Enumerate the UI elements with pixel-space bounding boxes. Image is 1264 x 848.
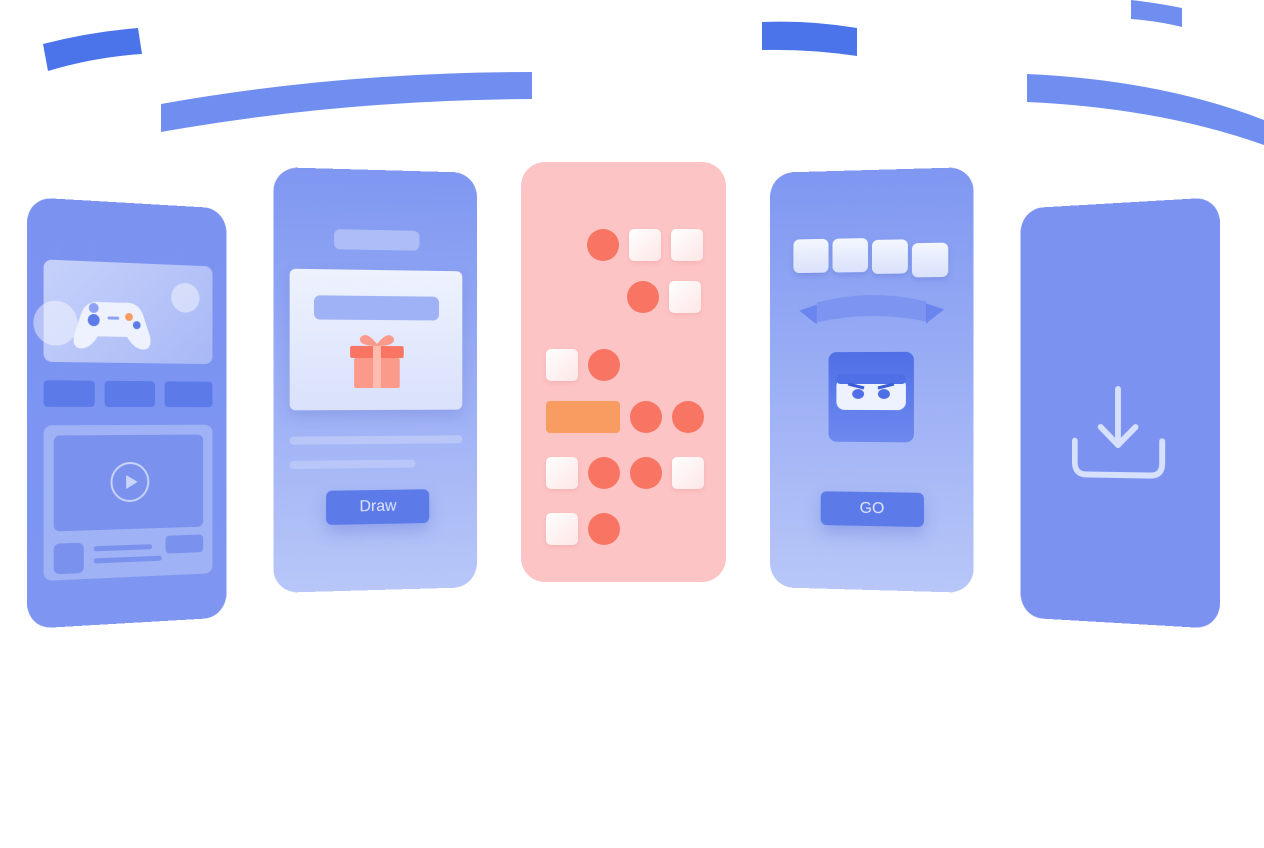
- download-icon[interactable]: [1069, 383, 1168, 484]
- gift-icon: [350, 334, 404, 389]
- puzzle-dot[interactable]: [672, 401, 704, 433]
- action-pill[interactable]: [165, 534, 204, 554]
- phone-prize-draw: Draw: [273, 167, 477, 593]
- puzzle-tile[interactable]: [546, 513, 578, 545]
- phone-match-puzzle: [521, 162, 726, 582]
- arc-top-right: [1131, 0, 1182, 27]
- prize-card: [289, 268, 463, 411]
- category-buttons: [43, 380, 213, 408]
- puzzle-tile[interactable]: [546, 349, 578, 381]
- puzzle-tile[interactable]: [669, 281, 701, 313]
- arc-long-right: [1027, 74, 1264, 145]
- phone-game-library: [27, 197, 227, 629]
- phone-ninja-game: GO: [770, 167, 974, 593]
- phone-download: [1020, 197, 1220, 629]
- puzzle-tile[interactable]: [629, 229, 661, 261]
- puzzle-dot[interactable]: [588, 349, 620, 381]
- puzzle-dot[interactable]: [630, 401, 662, 433]
- text-placeholder: [93, 555, 162, 564]
- category-button[interactable]: [43, 380, 96, 407]
- game-banner: [33, 259, 213, 365]
- play-icon[interactable]: [109, 461, 150, 504]
- text-placeholder: [289, 435, 463, 445]
- decorative-arcs: [43, 0, 1264, 145]
- arc-top-left: [43, 28, 142, 71]
- character-card: [828, 351, 914, 443]
- puzzle-dot[interactable]: [630, 457, 662, 489]
- arc-long-left: [161, 72, 532, 132]
- text-placeholder: [93, 544, 153, 552]
- arc-top-center: [762, 21, 857, 57]
- puzzle-tile[interactable]: [546, 457, 578, 489]
- decor-bubble: [171, 282, 200, 313]
- gamepad-icon: [73, 301, 151, 350]
- ninja-icon: [836, 373, 906, 411]
- puzzle-dot[interactable]: [587, 229, 619, 261]
- ribbon-icon: [799, 294, 945, 325]
- category-button[interactable]: [104, 380, 155, 408]
- puzzle-dot[interactable]: [627, 281, 659, 313]
- video-screen[interactable]: [53, 434, 204, 532]
- title-placeholder: [334, 229, 420, 251]
- text-placeholder: [289, 459, 416, 470]
- puzzle-tile[interactable]: [672, 457, 704, 489]
- letter-key[interactable]: [793, 238, 829, 274]
- go-button[interactable]: GO: [820, 491, 924, 528]
- card-header-placeholder: [313, 295, 439, 321]
- puzzle-dot[interactable]: [588, 457, 620, 489]
- puzzle-bar[interactable]: [546, 401, 620, 433]
- letter-key[interactable]: [832, 238, 869, 273]
- video-card: [43, 424, 213, 581]
- letter-key[interactable]: [911, 242, 949, 278]
- video-thumbnail: [53, 542, 84, 575]
- letter-key[interactable]: [871, 239, 908, 274]
- puzzle-tile[interactable]: [671, 229, 703, 261]
- draw-button[interactable]: Draw: [326, 489, 430, 525]
- puzzle-dot[interactable]: [588, 513, 620, 545]
- category-button[interactable]: [164, 381, 213, 408]
